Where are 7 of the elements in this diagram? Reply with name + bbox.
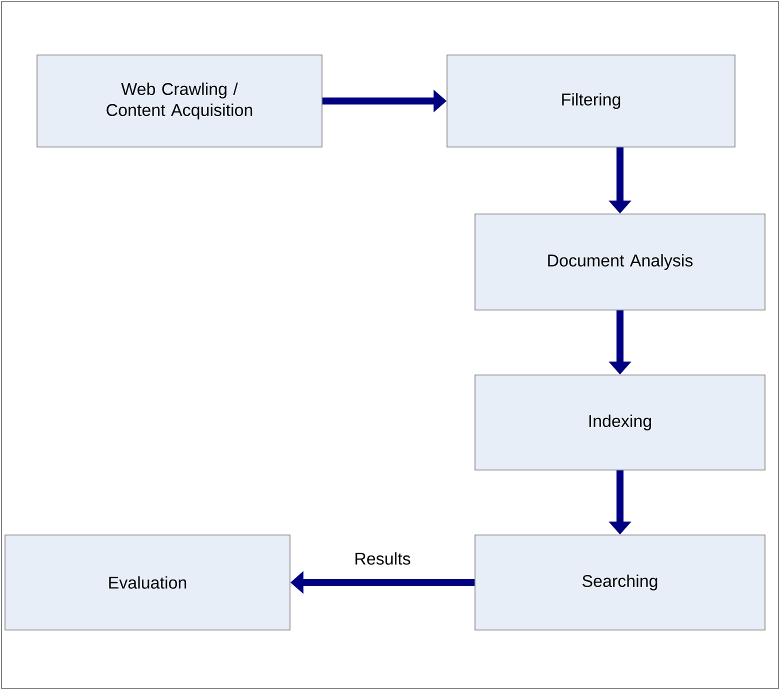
- process-box: Indexing: [474, 374, 766, 470]
- process-box: Document Analysis: [474, 214, 766, 310]
- process-box: Filtering: [446, 54, 736, 148]
- process-box: Evaluation: [4, 534, 290, 630]
- edge-label: Results: [356, 552, 410, 565]
- process-box: Searching: [474, 534, 766, 630]
- process-box: Web Crawling / Content Acquisition: [36, 54, 322, 148]
